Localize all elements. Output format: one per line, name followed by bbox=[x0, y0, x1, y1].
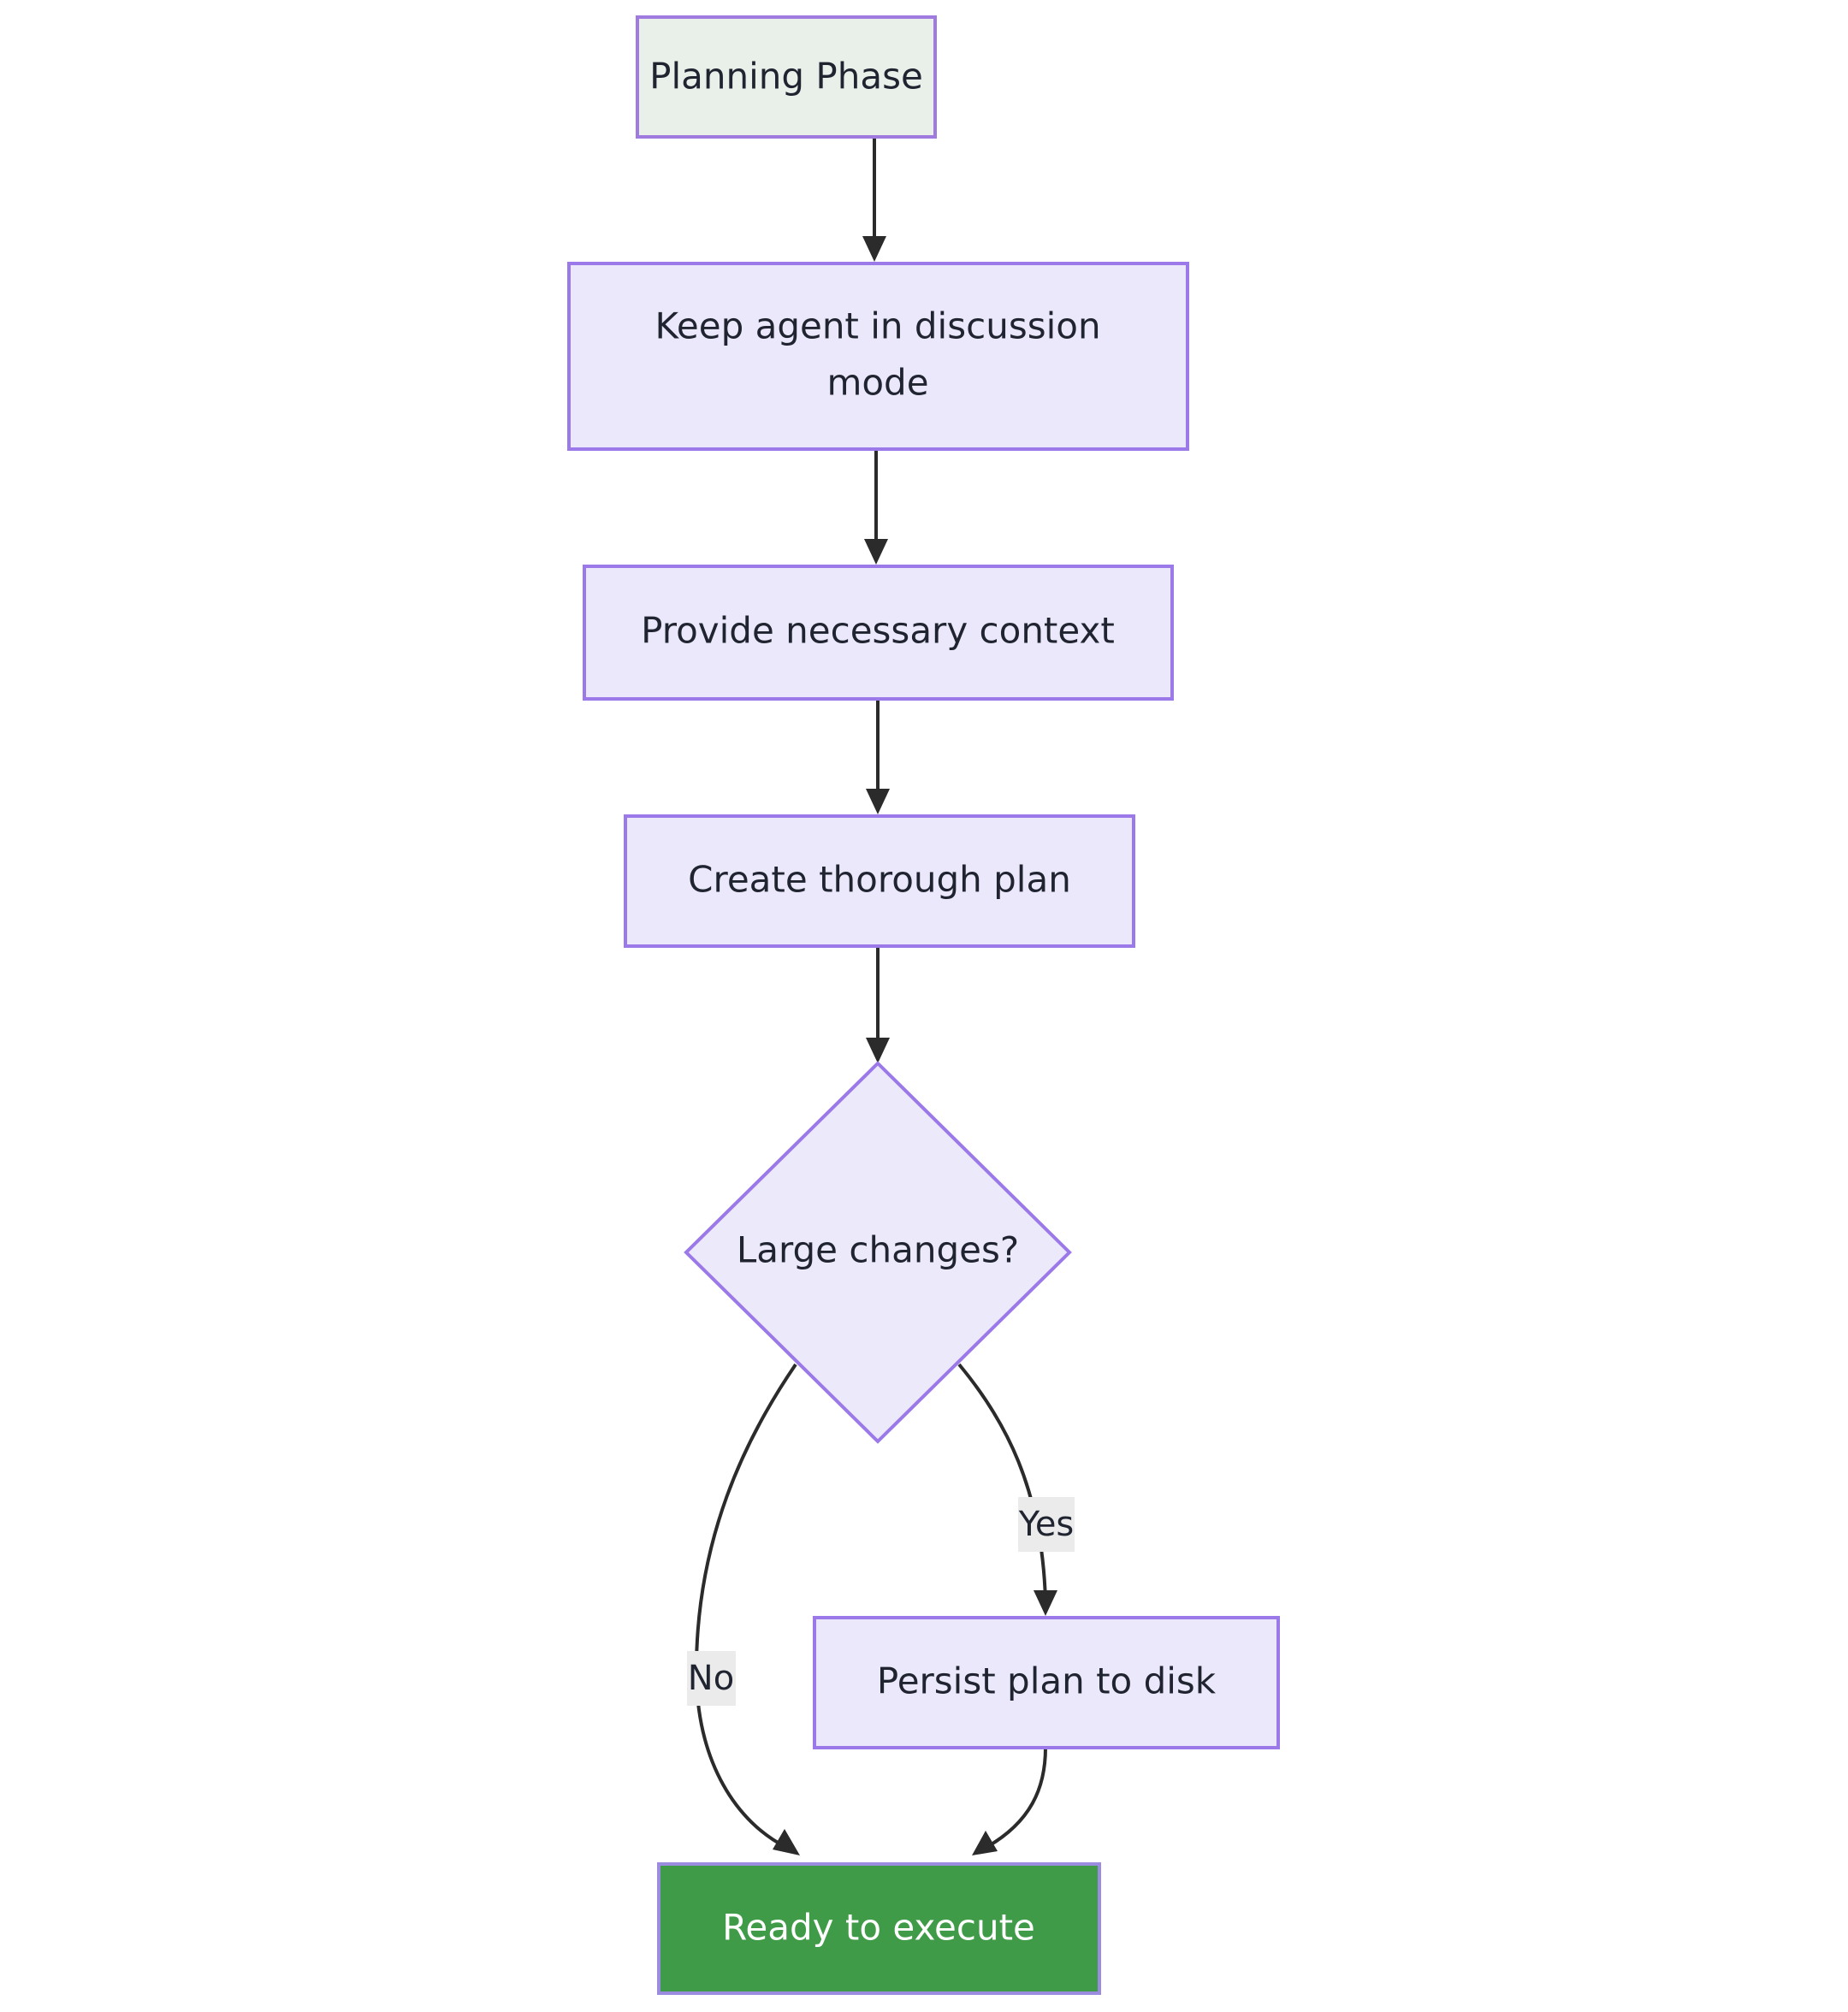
arrowhead bbox=[866, 1038, 890, 1063]
node-discussion-mode-label-line2: mode bbox=[826, 362, 928, 404]
node-planning-phase[interactable]: Planning Phase bbox=[636, 15, 937, 139]
node-ready-execute-shape[interactable] bbox=[657, 1862, 1101, 1995]
edge-decision-to-ready bbox=[694, 1363, 800, 1855]
edge-discussion-to-context bbox=[864, 449, 888, 565]
edge-labels-layer: Yes No bbox=[687, 1497, 1075, 1706]
node-large-changes[interactable]: Large changes? bbox=[684, 1061, 1072, 1444]
node-provide-context-shape[interactable] bbox=[583, 565, 1174, 701]
edge-label-yes: Yes bbox=[1018, 1497, 1075, 1552]
edge-persist-to-ready bbox=[972, 1747, 1047, 1855]
edge-decision-to-persist bbox=[957, 1363, 1057, 1616]
edge-path bbox=[985, 1747, 1047, 1849]
arrowhead bbox=[866, 789, 890, 814]
node-ready-execute-label: Ready to execute bbox=[722, 1907, 1035, 1949]
node-discussion-mode-shape[interactable] bbox=[567, 262, 1189, 451]
edge-planning-to-discussion bbox=[862, 137, 886, 262]
edges-layer bbox=[694, 137, 1057, 1855]
node-persist-plan-label: Persist plan to disk bbox=[877, 1660, 1217, 1702]
arrowhead bbox=[1034, 1590, 1057, 1616]
nodes-layer: Planning Phase Keep agent in discussion … bbox=[567, 15, 1280, 1995]
node-persist-plan-shape[interactable] bbox=[813, 1616, 1280, 1749]
node-create-plan-shape[interactable] bbox=[624, 814, 1135, 948]
arrowhead bbox=[862, 236, 886, 262]
node-provide-context-label: Provide necessary context bbox=[641, 610, 1115, 652]
node-persist-plan[interactable]: Persist plan to disk bbox=[813, 1616, 1280, 1749]
edge-label-yes-text: Yes bbox=[1018, 1505, 1075, 1544]
edge-path bbox=[957, 1363, 1047, 1601]
node-create-plan-label: Create thorough plan bbox=[688, 859, 1071, 901]
edge-label-background bbox=[687, 1651, 736, 1706]
node-discussion-mode[interactable]: Keep agent in discussion mode bbox=[567, 262, 1189, 451]
edge-context-to-plan bbox=[866, 699, 890, 814]
edge-plan-to-decision bbox=[866, 946, 890, 1063]
node-planning-phase-label: Planning Phase bbox=[649, 56, 923, 98]
edge-path bbox=[694, 1363, 797, 1849]
edge-label-no-text: No bbox=[688, 1659, 734, 1698]
arrowhead bbox=[972, 1831, 998, 1855]
node-provide-context[interactable]: Provide necessary context bbox=[583, 565, 1174, 701]
node-large-changes-label: Large changes? bbox=[737, 1229, 1019, 1271]
node-discussion-mode-label-line1: Keep agent in discussion bbox=[654, 305, 1100, 347]
node-large-changes-shape[interactable] bbox=[684, 1061, 1072, 1444]
node-ready-execute[interactable]: Ready to execute bbox=[657, 1862, 1101, 1995]
edge-label-no: No bbox=[687, 1651, 736, 1706]
arrowhead bbox=[864, 539, 888, 565]
edge-label-background bbox=[1018, 1497, 1075, 1552]
node-planning-phase-shape[interactable] bbox=[636, 15, 937, 139]
arrowhead bbox=[773, 1829, 800, 1855]
node-create-plan[interactable]: Create thorough plan bbox=[624, 814, 1135, 948]
